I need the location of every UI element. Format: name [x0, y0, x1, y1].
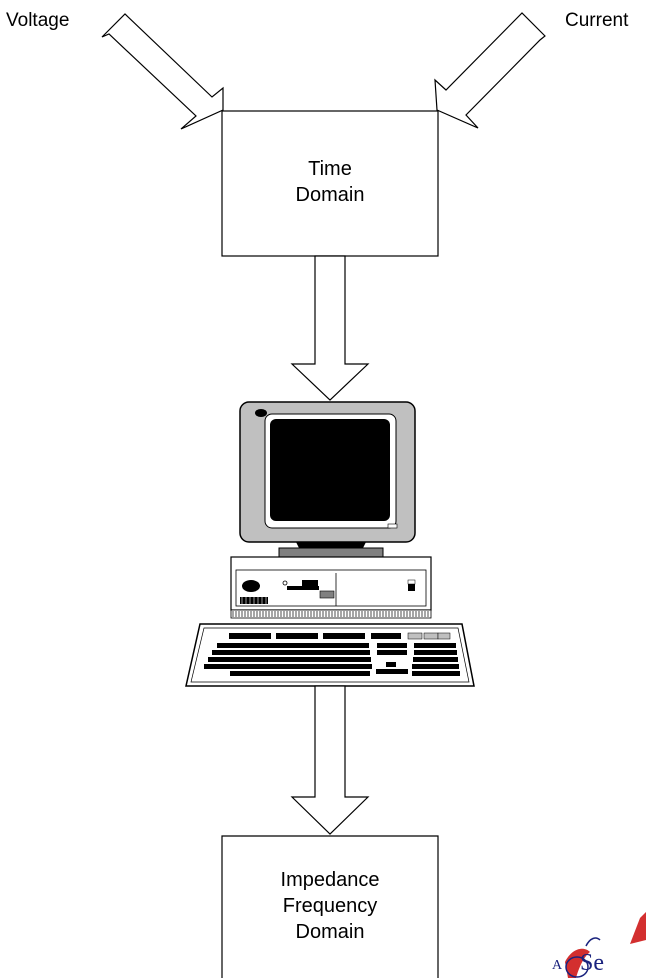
impedance-line-2: Frequency [282, 895, 378, 917]
down-arrow-icon [290, 685, 370, 835]
keyboard-key [217, 643, 369, 648]
keyboard-key [229, 633, 271, 639]
time-domain-line-2: Domain [295, 184, 365, 206]
keyboard-key [212, 650, 370, 655]
keyboard-key [377, 643, 407, 648]
keyboard-key [276, 633, 318, 639]
keyboard-key [437, 632, 451, 640]
keyboard-key [407, 632, 423, 640]
impedance-line-1: Impedance [280, 869, 380, 891]
keyboard-icon [185, 623, 475, 687]
keyboard-key [412, 664, 459, 669]
keyboard-key [377, 650, 407, 655]
keyboard-key [204, 664, 372, 669]
keyboard-key [414, 650, 457, 655]
keyboard-key [208, 657, 371, 662]
impedance-domain-box [221, 835, 439, 978]
keyboard-key [371, 633, 401, 639]
current-label: Current [565, 10, 629, 31]
keyboard-key [230, 671, 370, 676]
keyboard-key [423, 632, 439, 640]
keyboard-key [412, 671, 460, 676]
time-domain-line-1: Time [308, 158, 352, 180]
keyboard-key [413, 657, 458, 662]
impedance-line-3: Domain [295, 921, 365, 943]
logo-prefix: A [552, 958, 563, 973]
keyboard-key [376, 669, 408, 674]
keyboard-key [386, 662, 396, 667]
time-domain-text: Time Domain [222, 156, 438, 208]
voltage-arrow-icon [101, 13, 224, 130]
time-domain-box [221, 110, 439, 257]
current-arrow-icon [434, 12, 546, 129]
down-arrow-icon [290, 255, 370, 401]
impedance-domain-text: Impedance Frequency Domain [222, 867, 438, 945]
logo-icon [565, 912, 646, 978]
keyboard-key [414, 643, 456, 648]
computer-icon [230, 401, 432, 619]
voltage-label: Voltage [6, 10, 70, 31]
keyboard-key [323, 633, 365, 639]
logo-text: Se [580, 950, 604, 976]
